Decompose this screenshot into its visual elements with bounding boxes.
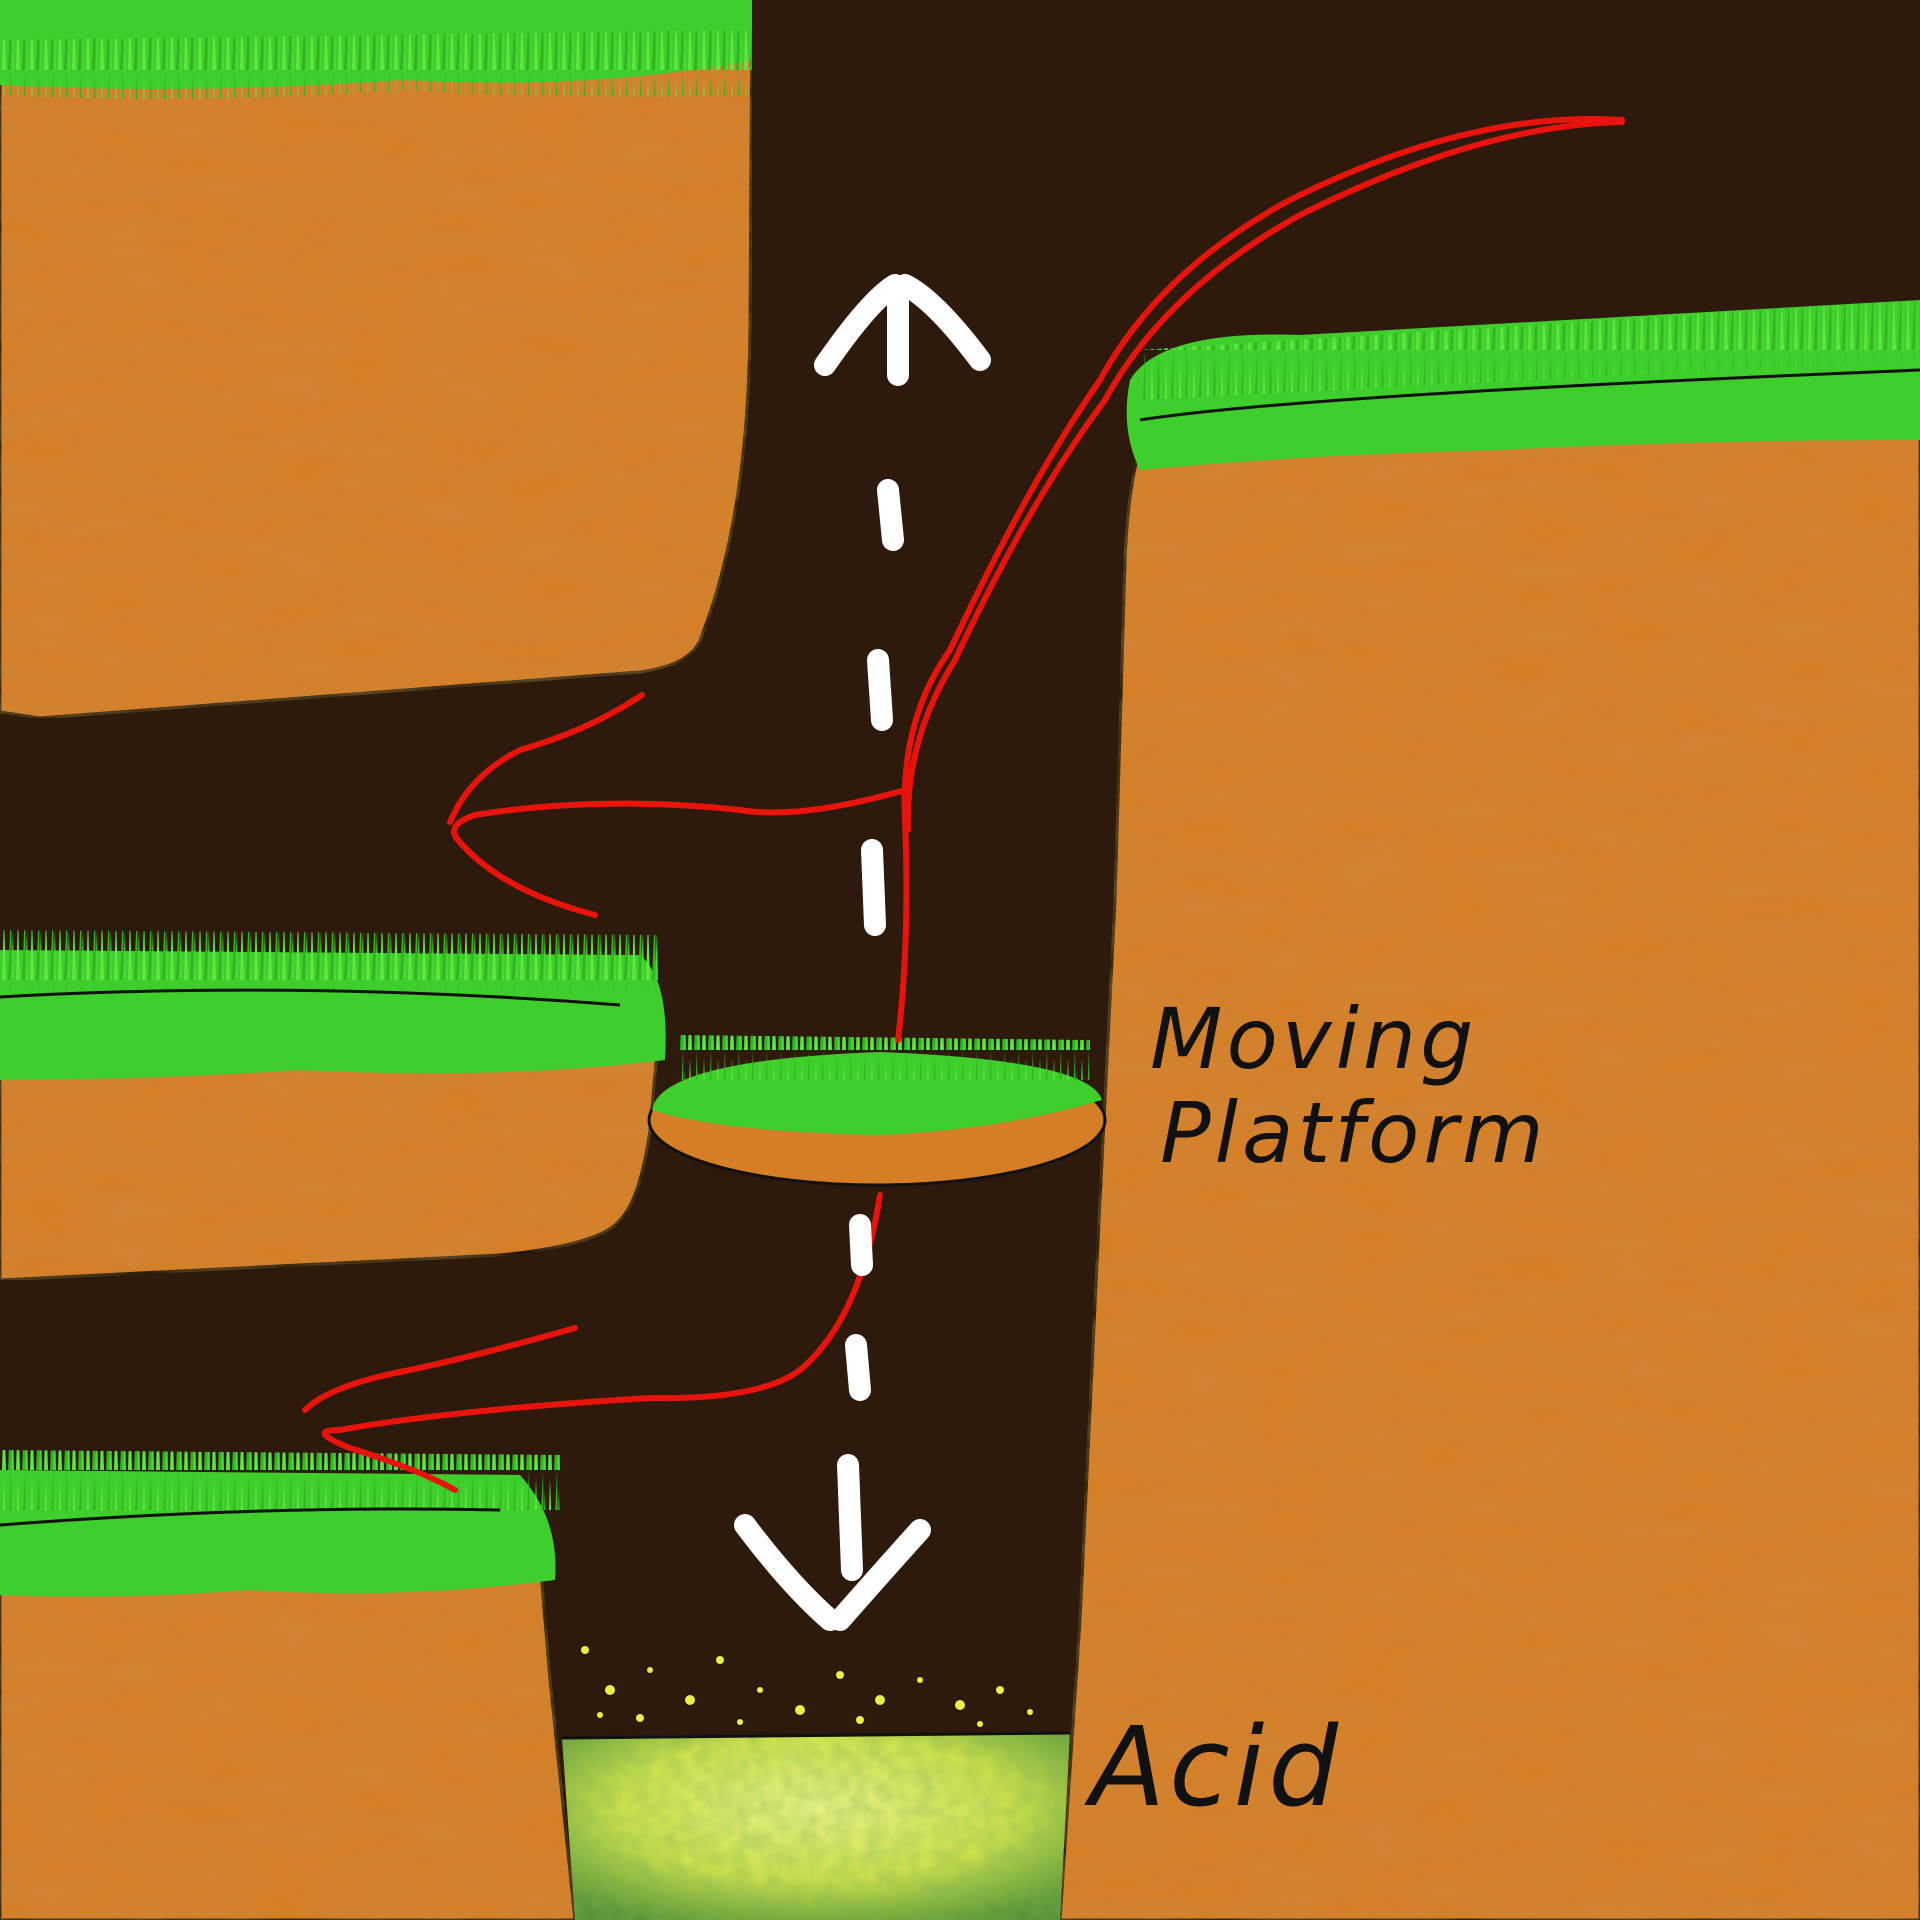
ledge-right — [1058, 300, 1920, 1920]
ledge-top-left — [0, 0, 754, 720]
player-path — [302, 116, 1625, 1493]
acid-label: Acid — [1090, 1703, 1343, 1831]
moving-platform-label-line2: Platform — [1160, 1084, 1548, 1183]
acid-pool — [561, 1731, 1071, 1920]
trajectory-dashes — [837, 279, 909, 1581]
moving-platform-label: Moving Platform — [1150, 990, 1548, 1183]
moving-platform — [647, 1035, 1107, 1187]
ledge-middle-left — [0, 930, 666, 1282]
arrow-up-icon — [814, 274, 991, 376]
ledge-bottom-left — [0, 1450, 577, 1920]
moving-platform-label-line1: Moving — [1150, 990, 1478, 1088]
acid-bubbles — [581, 1646, 1033, 1727]
arrow-down-icon — [734, 1514, 931, 1631]
